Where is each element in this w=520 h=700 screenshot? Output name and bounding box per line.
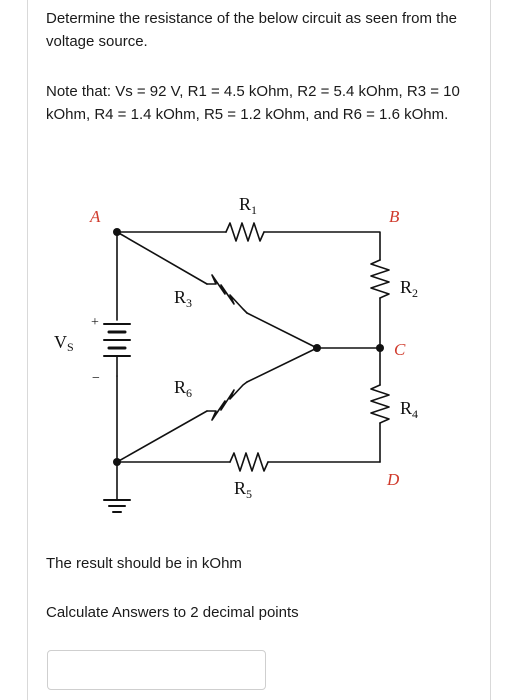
circuit-diagram: R1 R2 R3 R4 R5 R6 VS + − A B C D [54,194,418,513]
resistor-r2 [370,259,390,299]
resistor-r1 [225,222,265,242]
resistor-r5 [229,452,269,472]
wire [246,312,318,349]
wire [116,231,208,285]
wire [263,231,381,261]
node-label-a: A [89,207,101,226]
question-card [27,0,491,700]
source-label: VS [54,332,74,354]
node-label-d: D [386,470,400,489]
node-label-b: B [389,207,400,226]
resistor-r6 [206,381,248,421]
resistor-r3 [206,274,248,314]
wire [246,347,318,383]
minus-sign: − [92,371,100,386]
wire [116,410,208,463]
node-dot-mid [313,344,321,352]
node-label-c: C [394,340,406,359]
answer-input[interactable] [47,650,266,690]
question-prompt: Determine the resistance of the below ci… [46,10,458,50]
precision-instruction: Calculate Answers to 2 decimal points [46,604,299,621]
node-dot-d-side [113,458,121,466]
resistor-label-r3: R3 [174,287,192,310]
node-dot-a [113,228,121,236]
resistor-label-r5: R5 [234,478,252,501]
resistor-label-r4: R4 [400,398,418,421]
resistor-label-r1: R1 [239,194,257,217]
node-dot-c [376,344,384,352]
resistor-label-r6: R6 [174,377,192,400]
resistor-label-r2: R2 [400,277,418,300]
resistor-r4 [370,384,390,424]
question-note: Note that: Vs = 92 V, R1 = 4.5 kOhm, R2 … [46,83,460,123]
plus-sign: + [91,315,99,330]
unit-instruction: The result should be in kOhm [46,555,242,572]
